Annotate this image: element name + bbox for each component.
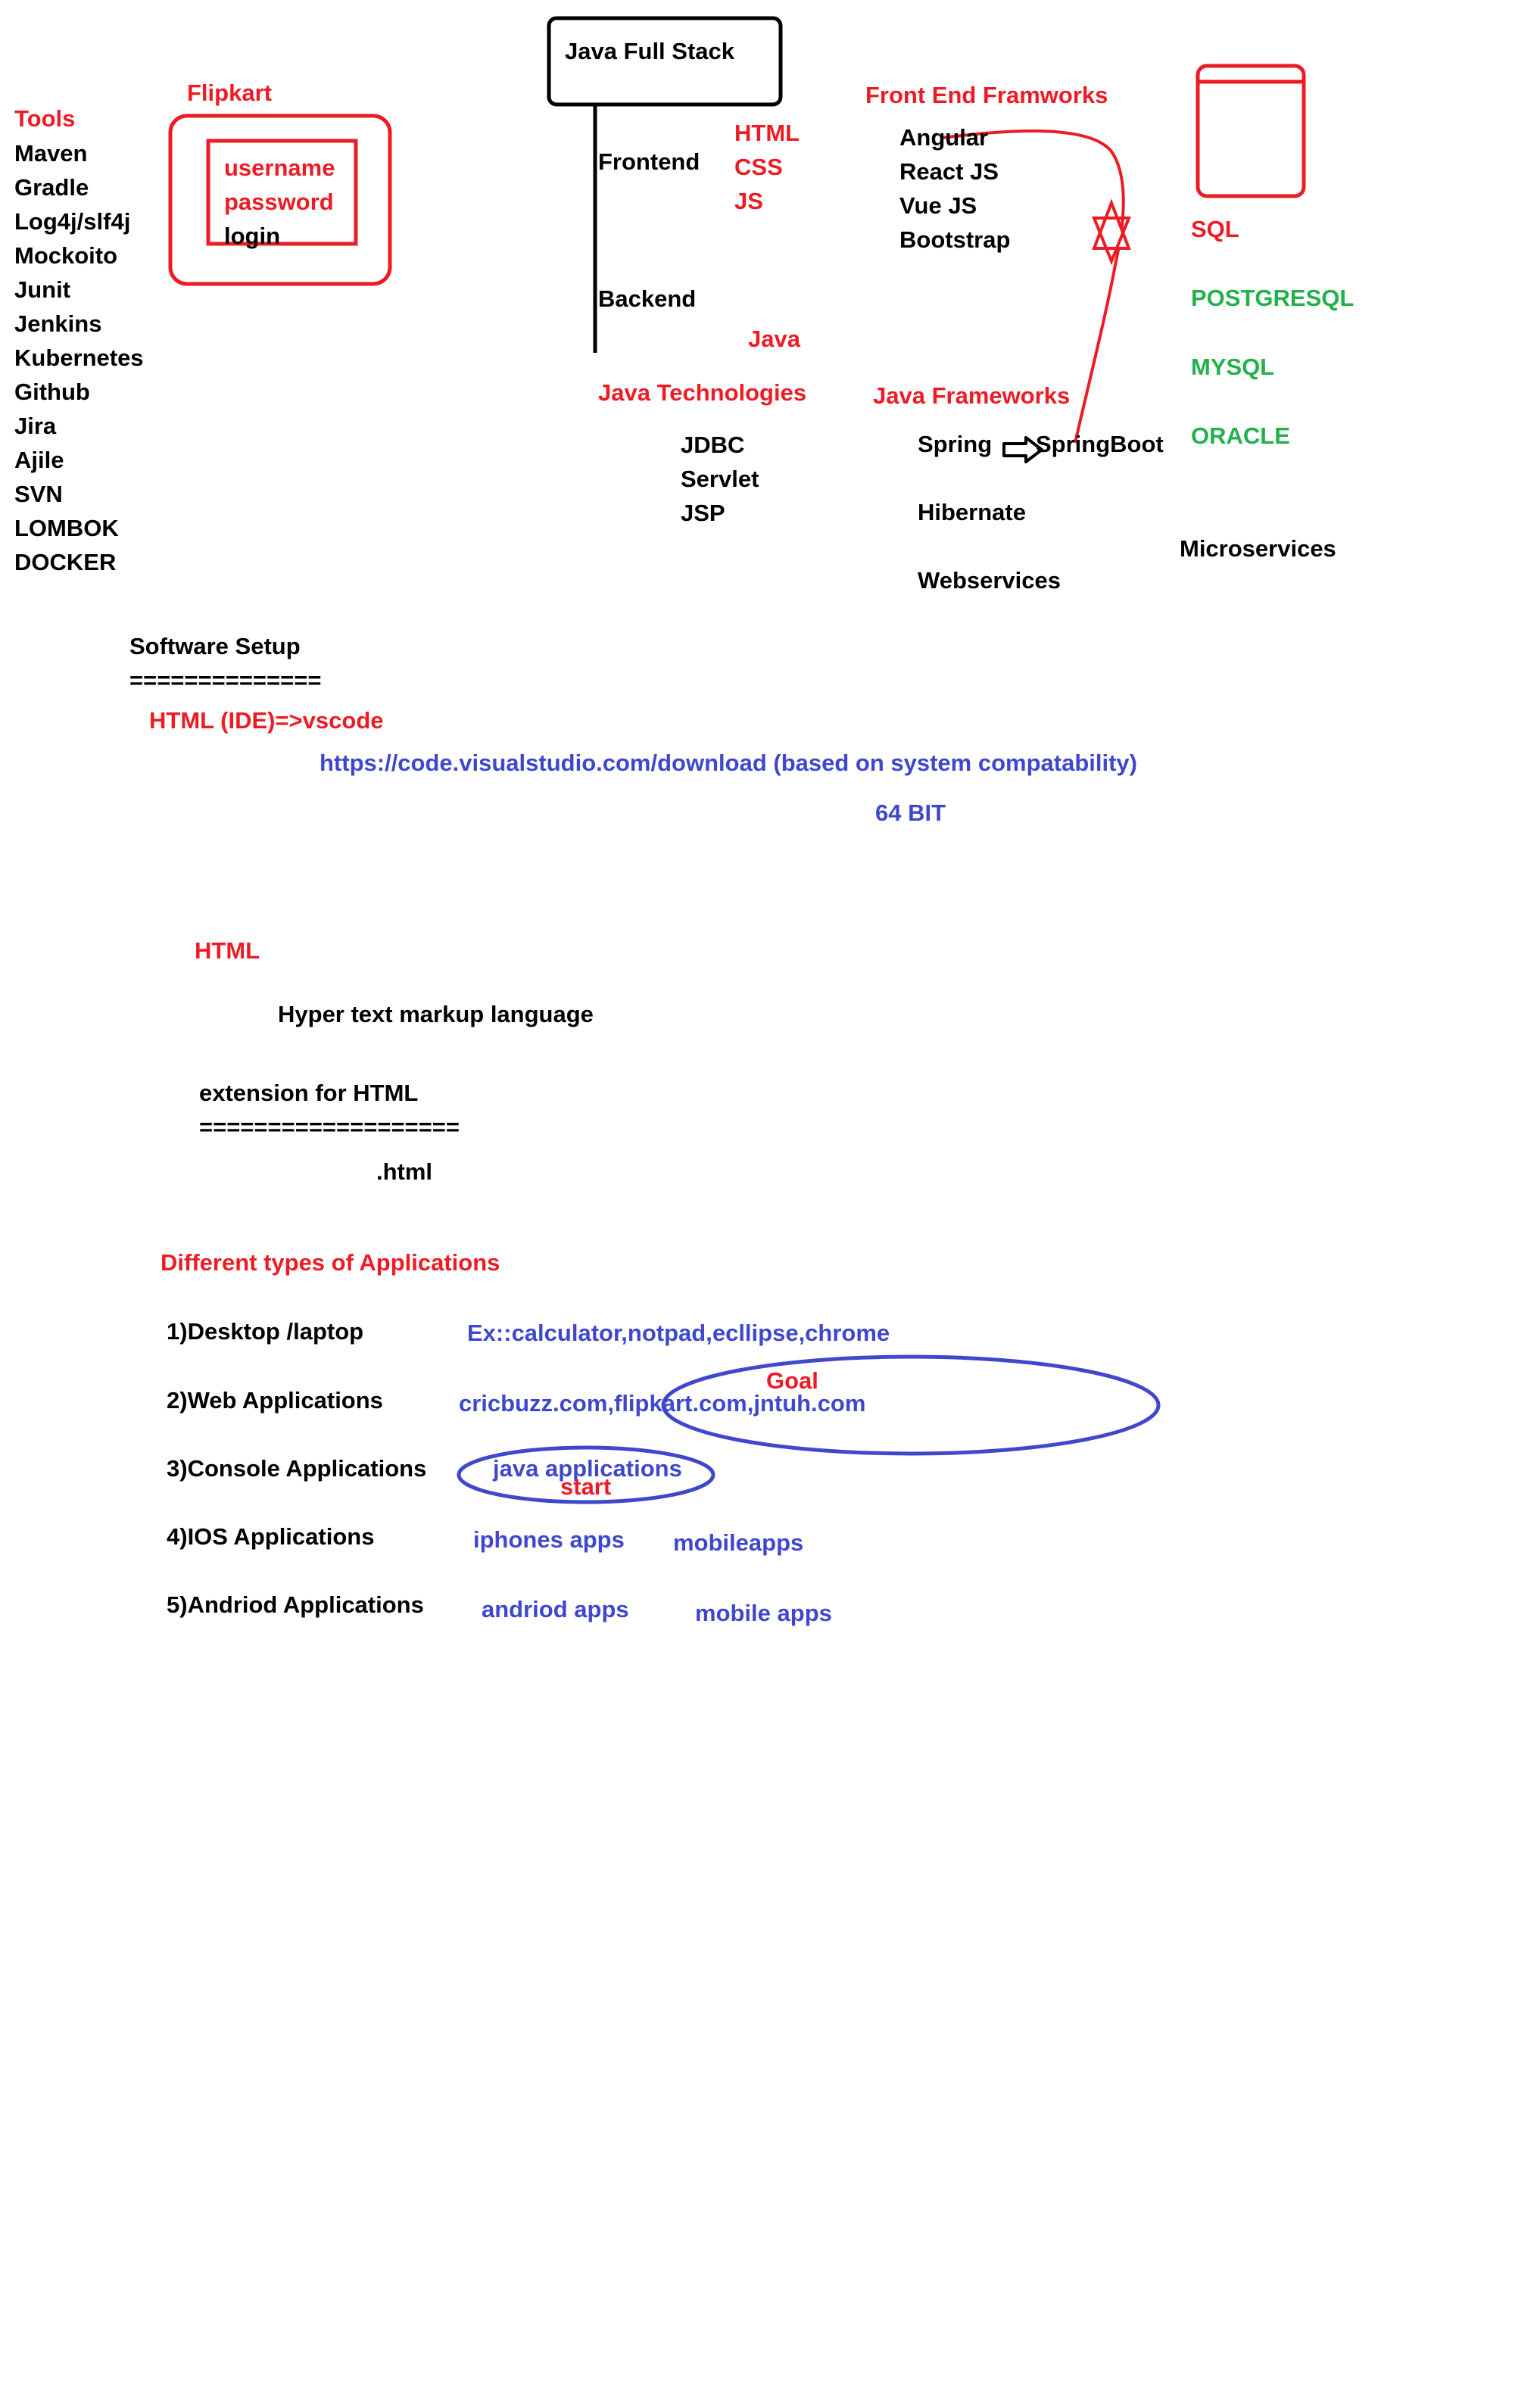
app-example-ios-2: mobileapps xyxy=(673,1529,804,1556)
flipkart-heading: Flipkart xyxy=(187,79,272,106)
app-example-ios: iphones apps xyxy=(473,1526,625,1553)
tool-item: SVN xyxy=(14,481,63,507)
tools-list: Tools Maven Gradle Log4j/slf4j Mockoito … xyxy=(14,107,144,574)
frontend-label: Frontend xyxy=(598,148,700,175)
app-example-web: cricbuzz.com,flipkart.com,jntuh.com xyxy=(459,1390,866,1417)
html-extension-underline: =================== xyxy=(199,1114,460,1140)
software-setup-underline: ============== xyxy=(129,667,322,694)
frontend-framework-item: Bootstrap xyxy=(899,226,1011,253)
software-setup-heading: Software Setup xyxy=(129,633,301,659)
java-full-stack-title: Java Full Stack xyxy=(565,38,735,64)
sql-heading: SQL xyxy=(1191,216,1239,242)
app-type-console: 3)Console Applications xyxy=(167,1455,427,1482)
app-example-console: java applications xyxy=(493,1455,682,1482)
frontend-item-css: CSS xyxy=(734,154,783,180)
flipkart-username-label: username xyxy=(224,154,335,181)
tool-item: Maven xyxy=(14,140,88,167)
framework-hibernate: Hibernate xyxy=(918,499,1026,525)
start-note: start xyxy=(560,1473,612,1500)
database-cylinder-icon xyxy=(1196,64,1306,198)
framework-webservices: Webservices xyxy=(918,567,1061,594)
database-item: POSTGRESQL xyxy=(1191,285,1355,311)
database-item: MYSQL xyxy=(1191,354,1275,380)
java-technologies-heading: Java Technologies xyxy=(598,379,807,406)
tool-item: Log4j/slf4j xyxy=(14,208,131,235)
spring-to-springboot-arrow-icon xyxy=(1002,436,1043,463)
framework-spring: Spring xyxy=(918,431,993,457)
angular-springboot-curve xyxy=(942,129,1125,444)
database-item: ORACLE xyxy=(1191,422,1290,449)
backend-language: Java xyxy=(748,326,800,352)
application-types-heading: Different types of Applications xyxy=(161,1249,500,1276)
tool-item: Gradle xyxy=(14,174,89,201)
app-example-android: andriod apps xyxy=(482,1596,629,1622)
tool-item: Jenkins xyxy=(14,310,102,337)
tool-item: Junit xyxy=(14,276,71,303)
html-heading: HTML xyxy=(195,937,260,964)
web-apps-goal-ellipse xyxy=(661,1354,1161,1456)
html-extension-heading: extension for HTML xyxy=(199,1080,419,1106)
console-apps-start-ellipse xyxy=(457,1445,715,1504)
tool-item: Jira xyxy=(14,413,57,439)
star-icon-inverted xyxy=(1092,217,1131,266)
app-type-desktop: 1)Desktop /laptop xyxy=(167,1318,364,1345)
frontend-item-html: HTML xyxy=(734,120,800,146)
tools-heading: Tools xyxy=(14,105,76,132)
goal-note: Goal xyxy=(766,1367,818,1394)
flipkart-inner-box xyxy=(206,139,358,246)
tool-item: Mockoito xyxy=(14,242,118,269)
app-example-desktop: Ex::calculator,notpad,ecllipse,chrome xyxy=(467,1320,890,1346)
tool-item: LOMBOK xyxy=(14,515,119,541)
backend-label: Backend xyxy=(598,285,697,312)
bits-label: 64 BIT xyxy=(875,799,946,826)
app-type-android: 5)Andriod Applications xyxy=(167,1591,424,1618)
html-definition: Hyper text markup language xyxy=(278,1001,594,1027)
java-technology-item: Servlet xyxy=(681,466,759,492)
tool-item: Ajile xyxy=(14,447,64,473)
app-type-ios: 4)IOS Applications xyxy=(167,1523,375,1550)
java-technology-item: JDBC xyxy=(681,432,745,458)
flipkart-login-label: login xyxy=(224,223,281,249)
html-extension-value: .html xyxy=(376,1158,433,1185)
ide-line: HTML (IDE)=>vscode xyxy=(149,707,384,734)
vscode-download-link[interactable]: https://code.visualstudio.com/download (… xyxy=(320,750,1137,776)
java-frameworks-heading: Java Frameworks xyxy=(873,382,1071,409)
frontend-framework-item: Vue JS xyxy=(899,192,977,219)
frontend-frameworks-heading: Front End Framworks xyxy=(865,82,1108,108)
framework-springboot: SpringBoot xyxy=(1036,431,1164,457)
flipkart-outer-box xyxy=(168,114,392,286)
frontend-item-js: JS xyxy=(734,188,763,214)
java-technology-item: JSP xyxy=(681,500,725,526)
app-example-android-2: mobile apps xyxy=(695,1600,832,1626)
tool-item: DOCKER xyxy=(14,549,117,575)
app-type-web: 2)Web Applications xyxy=(167,1387,383,1414)
tool-item: Kubernetes xyxy=(14,344,144,371)
tool-item: Github xyxy=(14,379,90,405)
java-full-stack-box xyxy=(547,16,783,107)
frontend-framework-item: Angular xyxy=(899,124,989,151)
framework-microservices: Microservices xyxy=(1180,535,1336,562)
flipkart-password-label: password xyxy=(224,189,334,215)
frontend-framework-item: React JS xyxy=(899,158,999,185)
